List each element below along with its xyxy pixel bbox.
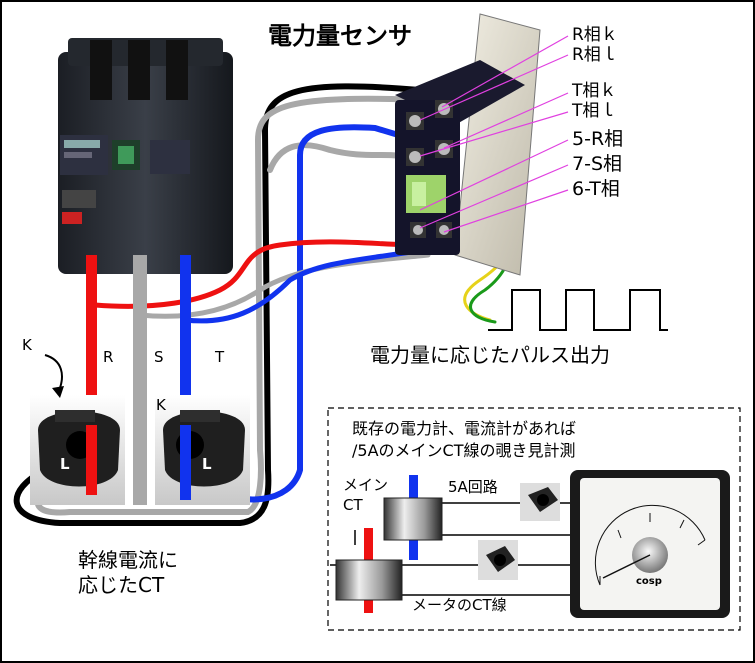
k-label-r: K [22,336,33,354]
page-title: 電力量センサ [268,22,412,50]
mini-ct-2 [478,540,518,580]
terminal-label-r-k: R相ｋ [572,25,618,45]
ct-caption-line2: 応じたCT [78,573,165,597]
ct-clamp-t: L [155,395,250,505]
phase-r-wire [86,255,97,495]
terminal-label-t-l: T相ｌ [571,101,616,121]
inset-panel: 既存の電力計、電流計があれば /5AのメインCT線の覗き見計測 メイン CT 5… [327,407,741,631]
ct-caption-line1: 幹線電流に [78,548,178,572]
pulse-waveform [488,289,668,331]
breaker [58,38,233,274]
ct-r-l-label: L [60,455,70,473]
terminal-label-7s: 7-S相 [572,153,622,175]
terminal-labels: R相ｋ R相ｌ T相ｋ T相ｌ 5-R相 7-S相 6-T相 [571,25,623,200]
mini-ct-1 [520,483,560,521]
main-ct-label-1: メイン [343,476,388,494]
phase-t-label: T [214,348,225,366]
inset-heading-line2: /5AのメインCT線の覗き見計測 [352,441,575,460]
terminal-label-5r: 5-R相 [572,128,623,150]
ct-t-l-label: L [202,455,212,473]
leader-lines [419,35,569,233]
analog-meter: cosp [570,470,730,618]
phase-s-label: S [154,348,164,366]
main-ct-label-2: CT [343,496,363,514]
phase-r-label: R [103,348,113,366]
terminal-label-6t: 6-T相 [572,178,620,200]
terminal-label-r-l: R相ｌ [572,45,618,65]
meter-brand: cosp [636,576,662,587]
terminal-label-t-k: T相ｋ [571,81,616,101]
phase-t-wire [180,255,191,495]
inset-heading-line1: 既存の電力計、電流計があれば [352,419,576,438]
phase-s-wire-front [133,420,147,505]
meter-ct-label: メータのCT線 [412,596,507,614]
power-sensor [395,13,541,276]
ct-clamp-r: L [30,395,125,505]
loop-label: 5A回路 [448,478,498,496]
k-label-t: K [156,396,167,414]
pulse-label: 電力量に応じたパルス出力 [370,343,610,367]
